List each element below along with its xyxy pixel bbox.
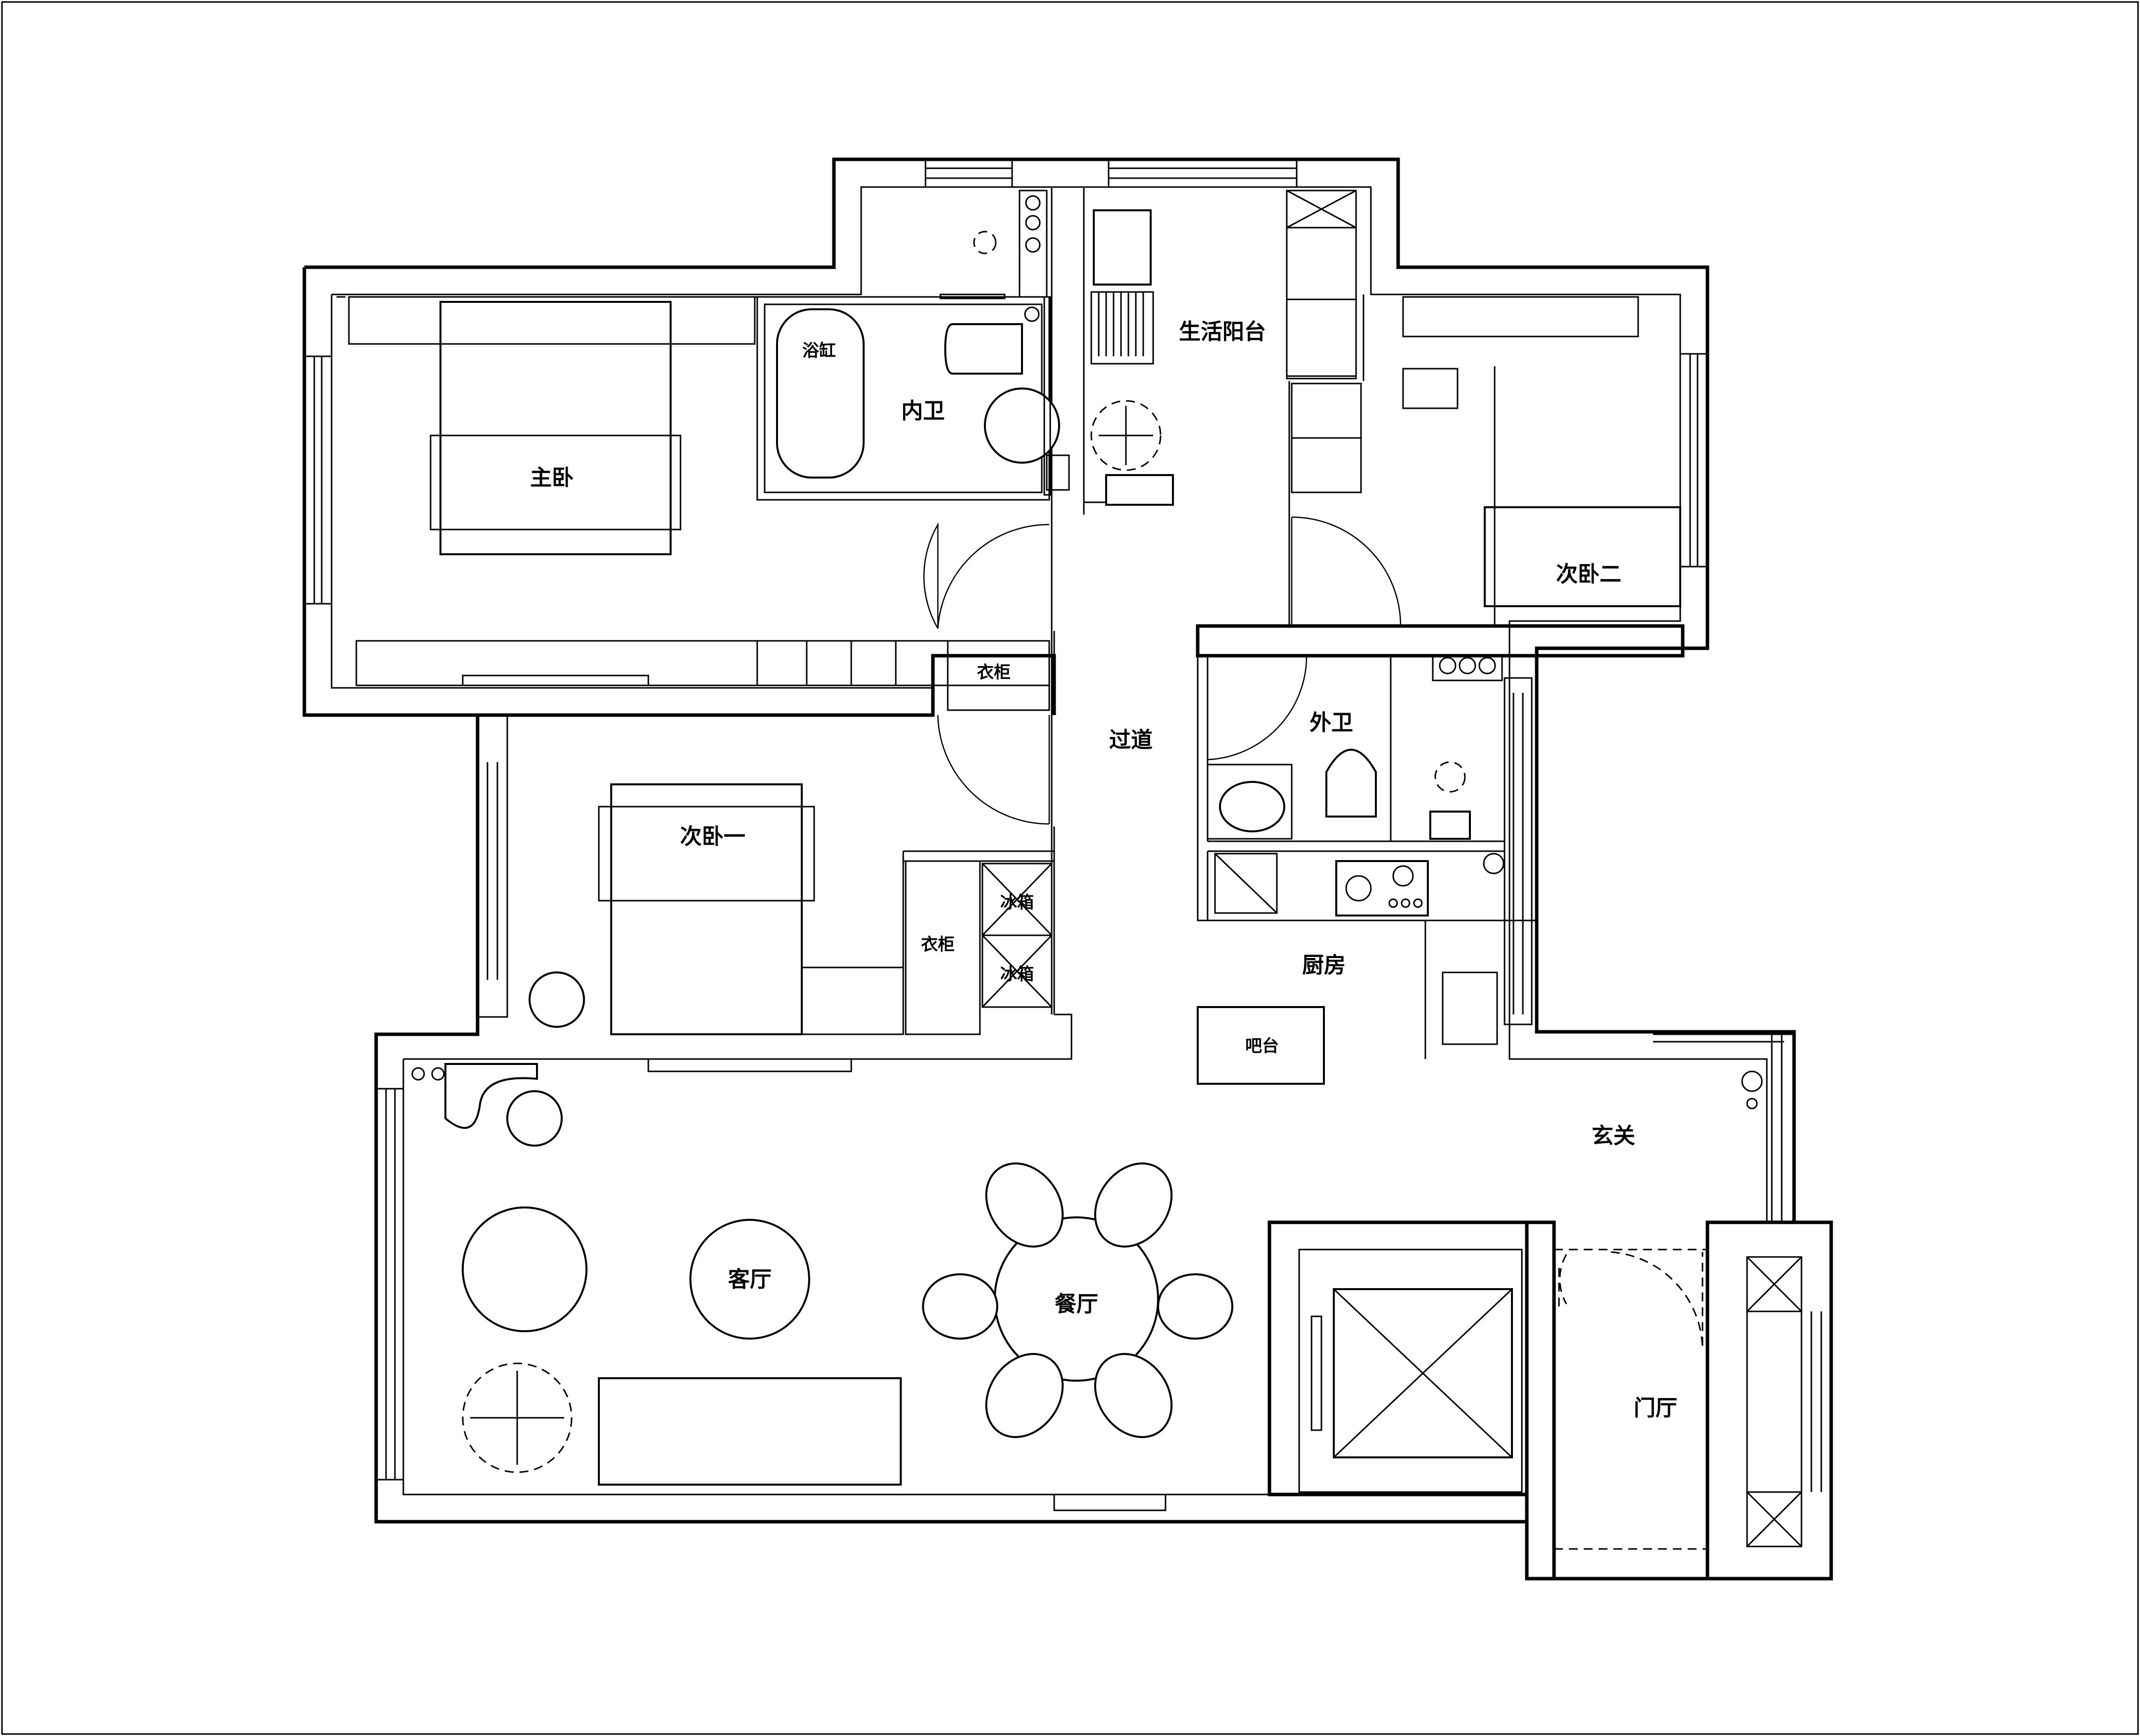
dining-chair-icon [985, 1162, 1064, 1248]
bed [439, 301, 672, 555]
doors [923, 516, 1703, 1349]
label-corridor: 过道 [1109, 727, 1153, 753]
coffee-table [689, 1219, 810, 1340]
sink-icon [984, 387, 1060, 464]
bathtub [776, 308, 865, 479]
label-living-room: 客厅 [728, 1267, 772, 1292]
window [1108, 158, 1298, 188]
plant-icon [462, 1362, 573, 1473]
interior-walls [478, 188, 1833, 1581]
sofa [598, 1377, 902, 1486]
furniture [337, 190, 1763, 1486]
label-second-bedroom-1: 次卧一 [680, 824, 745, 849]
label-second-bedroom-2: 次卧二 [1556, 562, 1621, 587]
label-foyer: 玄关 [1592, 1123, 1635, 1149]
plant-icon [1090, 400, 1162, 471]
dining-chair-icon [1094, 1353, 1173, 1438]
dining-chair-icon [985, 1353, 1064, 1438]
bed [1484, 506, 1681, 607]
dining-chair-icon [1157, 1273, 1233, 1340]
label-fridge-2: 冰箱 [1000, 964, 1034, 984]
label-inner-bathroom: 内卫 [901, 398, 945, 424]
label-master-bedroom: 主卧 [530, 465, 574, 490]
label-wardrobe-2: 衣柜 [921, 935, 955, 955]
laundry-grate [1098, 292, 1144, 356]
bed [610, 783, 803, 1035]
dining-chair-icon [1094, 1162, 1173, 1248]
label-wardrobe-1: 衣柜 [977, 663, 1011, 682]
label-outer-bathroom: 外卫 [1310, 710, 1353, 735]
label-bar-counter: 吧台 [1245, 1036, 1279, 1056]
label-fridge-1: 冰箱 [1000, 893, 1034, 913]
window [924, 158, 1013, 188]
room-labels: 主卧 浴缸 内卫 生活阳台 次卧二 衣柜 过道 外卫 次卧一 冰箱 冰箱 衣柜 … [530, 319, 1677, 1421]
stove-icon [1335, 860, 1429, 916]
bar-counter [1197, 1006, 1325, 1085]
dining-chair-icon [922, 1273, 998, 1340]
label-utility-balcony: 生活阳台 [1179, 319, 1266, 344]
round-ottoman [462, 1206, 587, 1332]
sink-icon [1219, 781, 1285, 832]
toilet-icon [1325, 749, 1377, 818]
label-entrance-hall: 门厅 [1634, 1396, 1677, 1421]
toilet-icon [944, 323, 1023, 375]
label-dining-room: 餐厅 [1055, 1292, 1098, 1317]
label-kitchen: 厨房 [1302, 953, 1346, 978]
label-bathtub: 浴缸 [802, 341, 836, 361]
